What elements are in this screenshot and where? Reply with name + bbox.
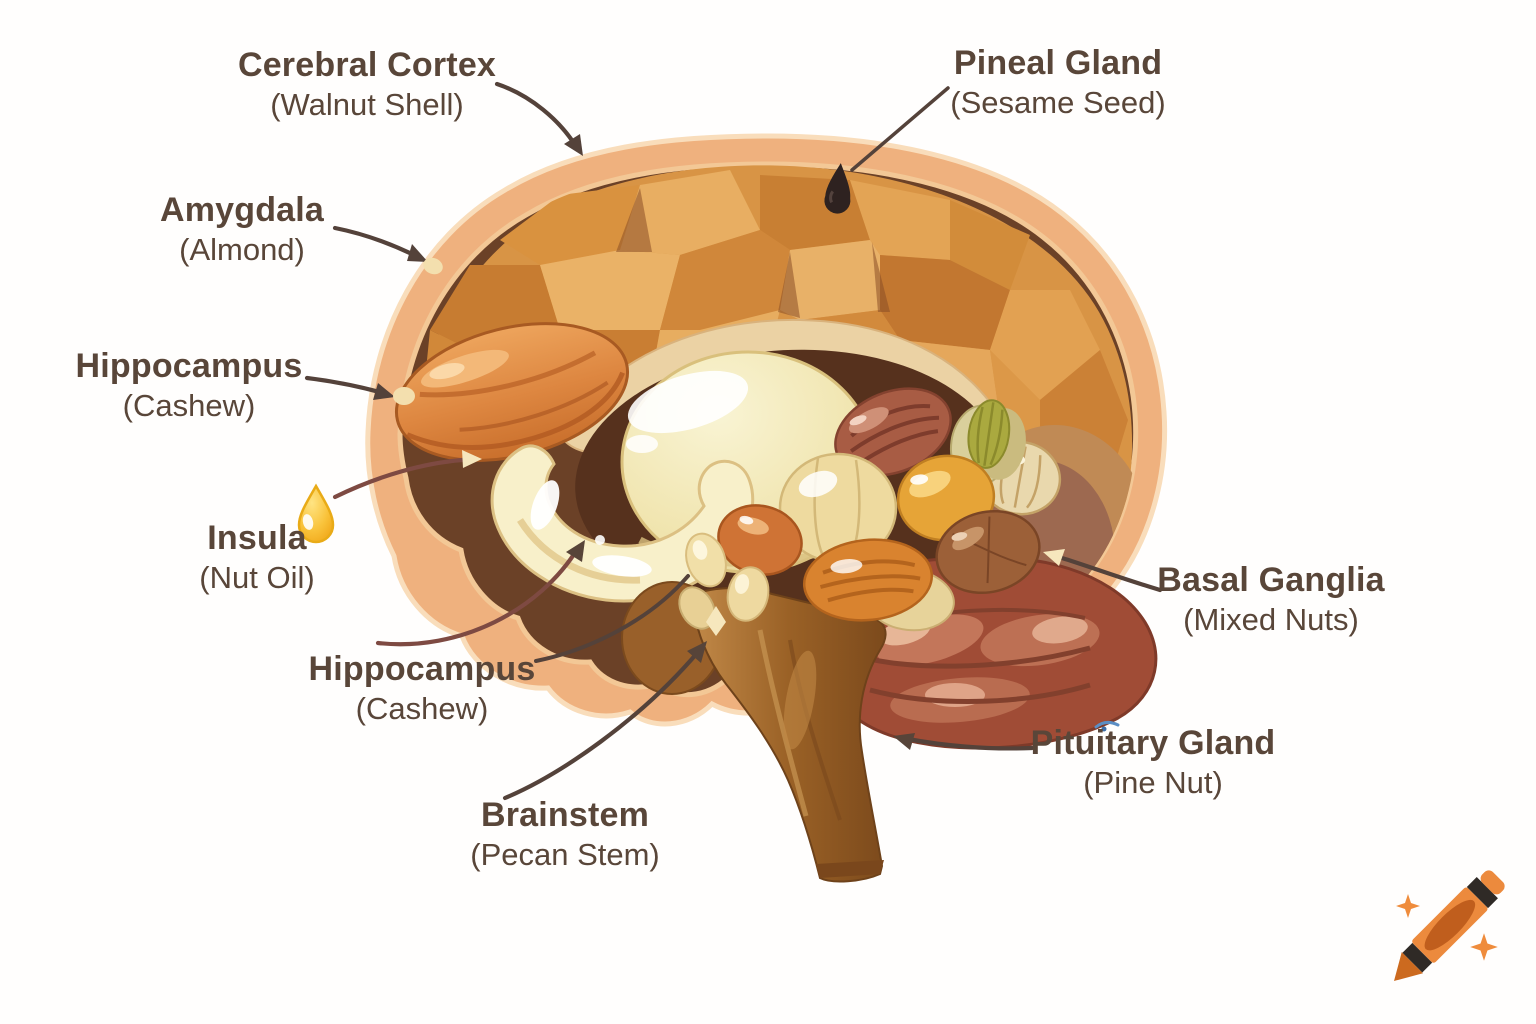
pituitary-pine-nuts — [678, 532, 770, 630]
sparkle-icon — [1470, 933, 1498, 961]
label-title: Brainstem — [480, 796, 650, 834]
label-subtitle: (Almond) — [179, 232, 305, 267]
label-subtitle: (Mixed Nuts) — [1183, 602, 1359, 637]
arrow-amygdala — [332, 225, 443, 275]
sesame-seed-icon — [824, 163, 851, 214]
label-subtitle: (Pecan Stem) — [470, 837, 660, 872]
arrow-brainstem — [502, 606, 726, 801]
sparkle-icon — [1396, 894, 1420, 918]
label-pituitary-gland: Pituitary Gland (Pine Nut) — [1031, 724, 1276, 802]
arrow-pineal-gland — [850, 86, 950, 172]
label-subtitle: (Pine Nut) — [1083, 765, 1223, 800]
arrow-pituitary-gland — [893, 733, 1035, 751]
label-subtitle: (Cashew) — [355, 691, 489, 726]
label-hippocampus-lower: Hippocampus (Cashew) — [308, 650, 535, 728]
label-pineal-gland: Pineal Gland (Sesame Seed) — [950, 44, 1165, 122]
stray-mark — [1094, 720, 1120, 732]
orange-pecan-nut — [802, 538, 934, 622]
nut-oil-drop-icon — [297, 483, 335, 544]
label-title: Hippocampus — [75, 347, 303, 385]
label-title: Cerebral Cortex — [237, 46, 497, 84]
label-title: Amygdala — [159, 191, 325, 229]
pecan-red-nut — [834, 387, 952, 477]
cream-round-nut — [778, 452, 898, 564]
crayon-icon — [1394, 870, 1505, 981]
label-hippocampus-upper: Hippocampus (Cashew) — [75, 347, 302, 425]
arrow-hippocampus-lower — [375, 540, 585, 647]
label-title: Hippocampus — [308, 650, 536, 688]
label-subtitle: (Sesame Seed) — [950, 85, 1166, 120]
label-subtitle: (Walnut Shell) — [270, 87, 464, 122]
arrow-insula — [332, 450, 482, 500]
label-subtitle: (Cashew) — [122, 388, 256, 423]
label-title: Pituitary Gland — [1030, 724, 1276, 762]
brown-hazelnut — [935, 509, 1041, 595]
label-insula: Insula (Nut Oil) — [199, 519, 314, 597]
label-brainstem: Brainstem (Pecan Stem) — [470, 796, 660, 874]
label-amygdala: Amygdala (Almond) — [160, 191, 324, 269]
arrow-basal-ganglia — [1043, 549, 1163, 593]
brainstem-pecan — [621, 581, 887, 883]
label-title: Insula — [207, 519, 307, 557]
label-title: Pineal Gland — [953, 44, 1163, 82]
label-subtitle: (Nut Oil) — [199, 560, 315, 595]
arrow-hippocampus-upper — [304, 375, 415, 405]
amygdala-almond — [394, 322, 630, 462]
label-title: Basal Ganglia — [1157, 561, 1385, 599]
arrow-cerebral-cortex — [494, 81, 583, 156]
label-basal-ganglia: Basal Ganglia (Mixed Nuts) — [1157, 561, 1384, 639]
basal-ganglia-mixed-nuts — [717, 387, 1062, 632]
connector-hippocampus-lower — [534, 574, 690, 663]
label-cerebral-cortex: Cerebral Cortex (Walnut Shell) — [238, 46, 496, 124]
arrows — [304, 81, 1163, 801]
